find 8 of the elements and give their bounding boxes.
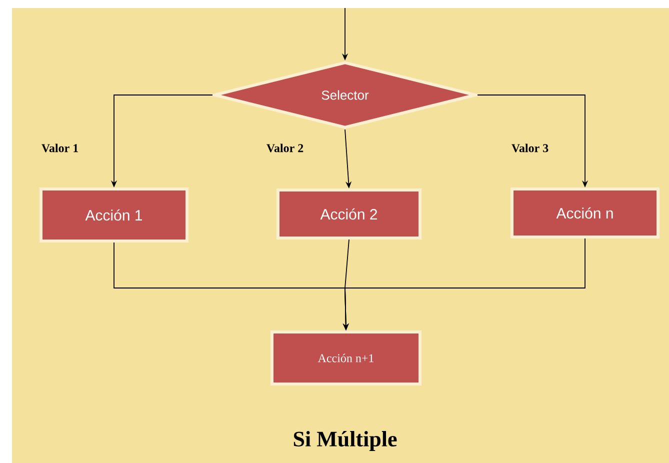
edge-label: Valor 1 bbox=[40, 142, 80, 154]
process-box: Acción n+1 bbox=[270, 330, 422, 386]
edge-label: Valor 2 bbox=[265, 142, 305, 154]
edge-label: Valor 3 bbox=[510, 142, 550, 154]
process-box: Acción 2 bbox=[276, 188, 422, 240]
process-box: Acción 1 bbox=[40, 188, 188, 242]
process-box: Acción n bbox=[510, 188, 660, 238]
caption: Si Múltiple bbox=[294, 431, 397, 451]
